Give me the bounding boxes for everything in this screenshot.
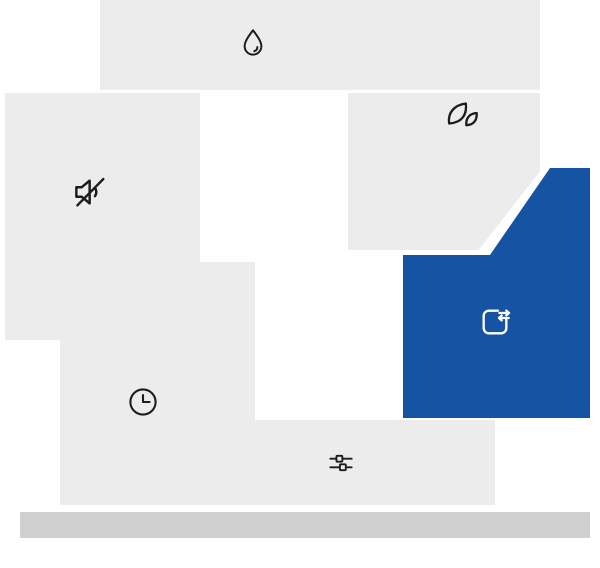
sliders-icon — [325, 447, 357, 479]
water-drop-icon — [236, 26, 270, 60]
tap-swap-icon — [475, 302, 515, 342]
tile-water[interactable] — [100, 0, 540, 90]
clock-icon — [125, 384, 161, 420]
leaf-icon — [440, 96, 480, 136]
tile-settings[interactable] — [200, 420, 495, 505]
bottom-bar — [20, 512, 590, 538]
speaker-mute-icon — [69, 171, 111, 213]
